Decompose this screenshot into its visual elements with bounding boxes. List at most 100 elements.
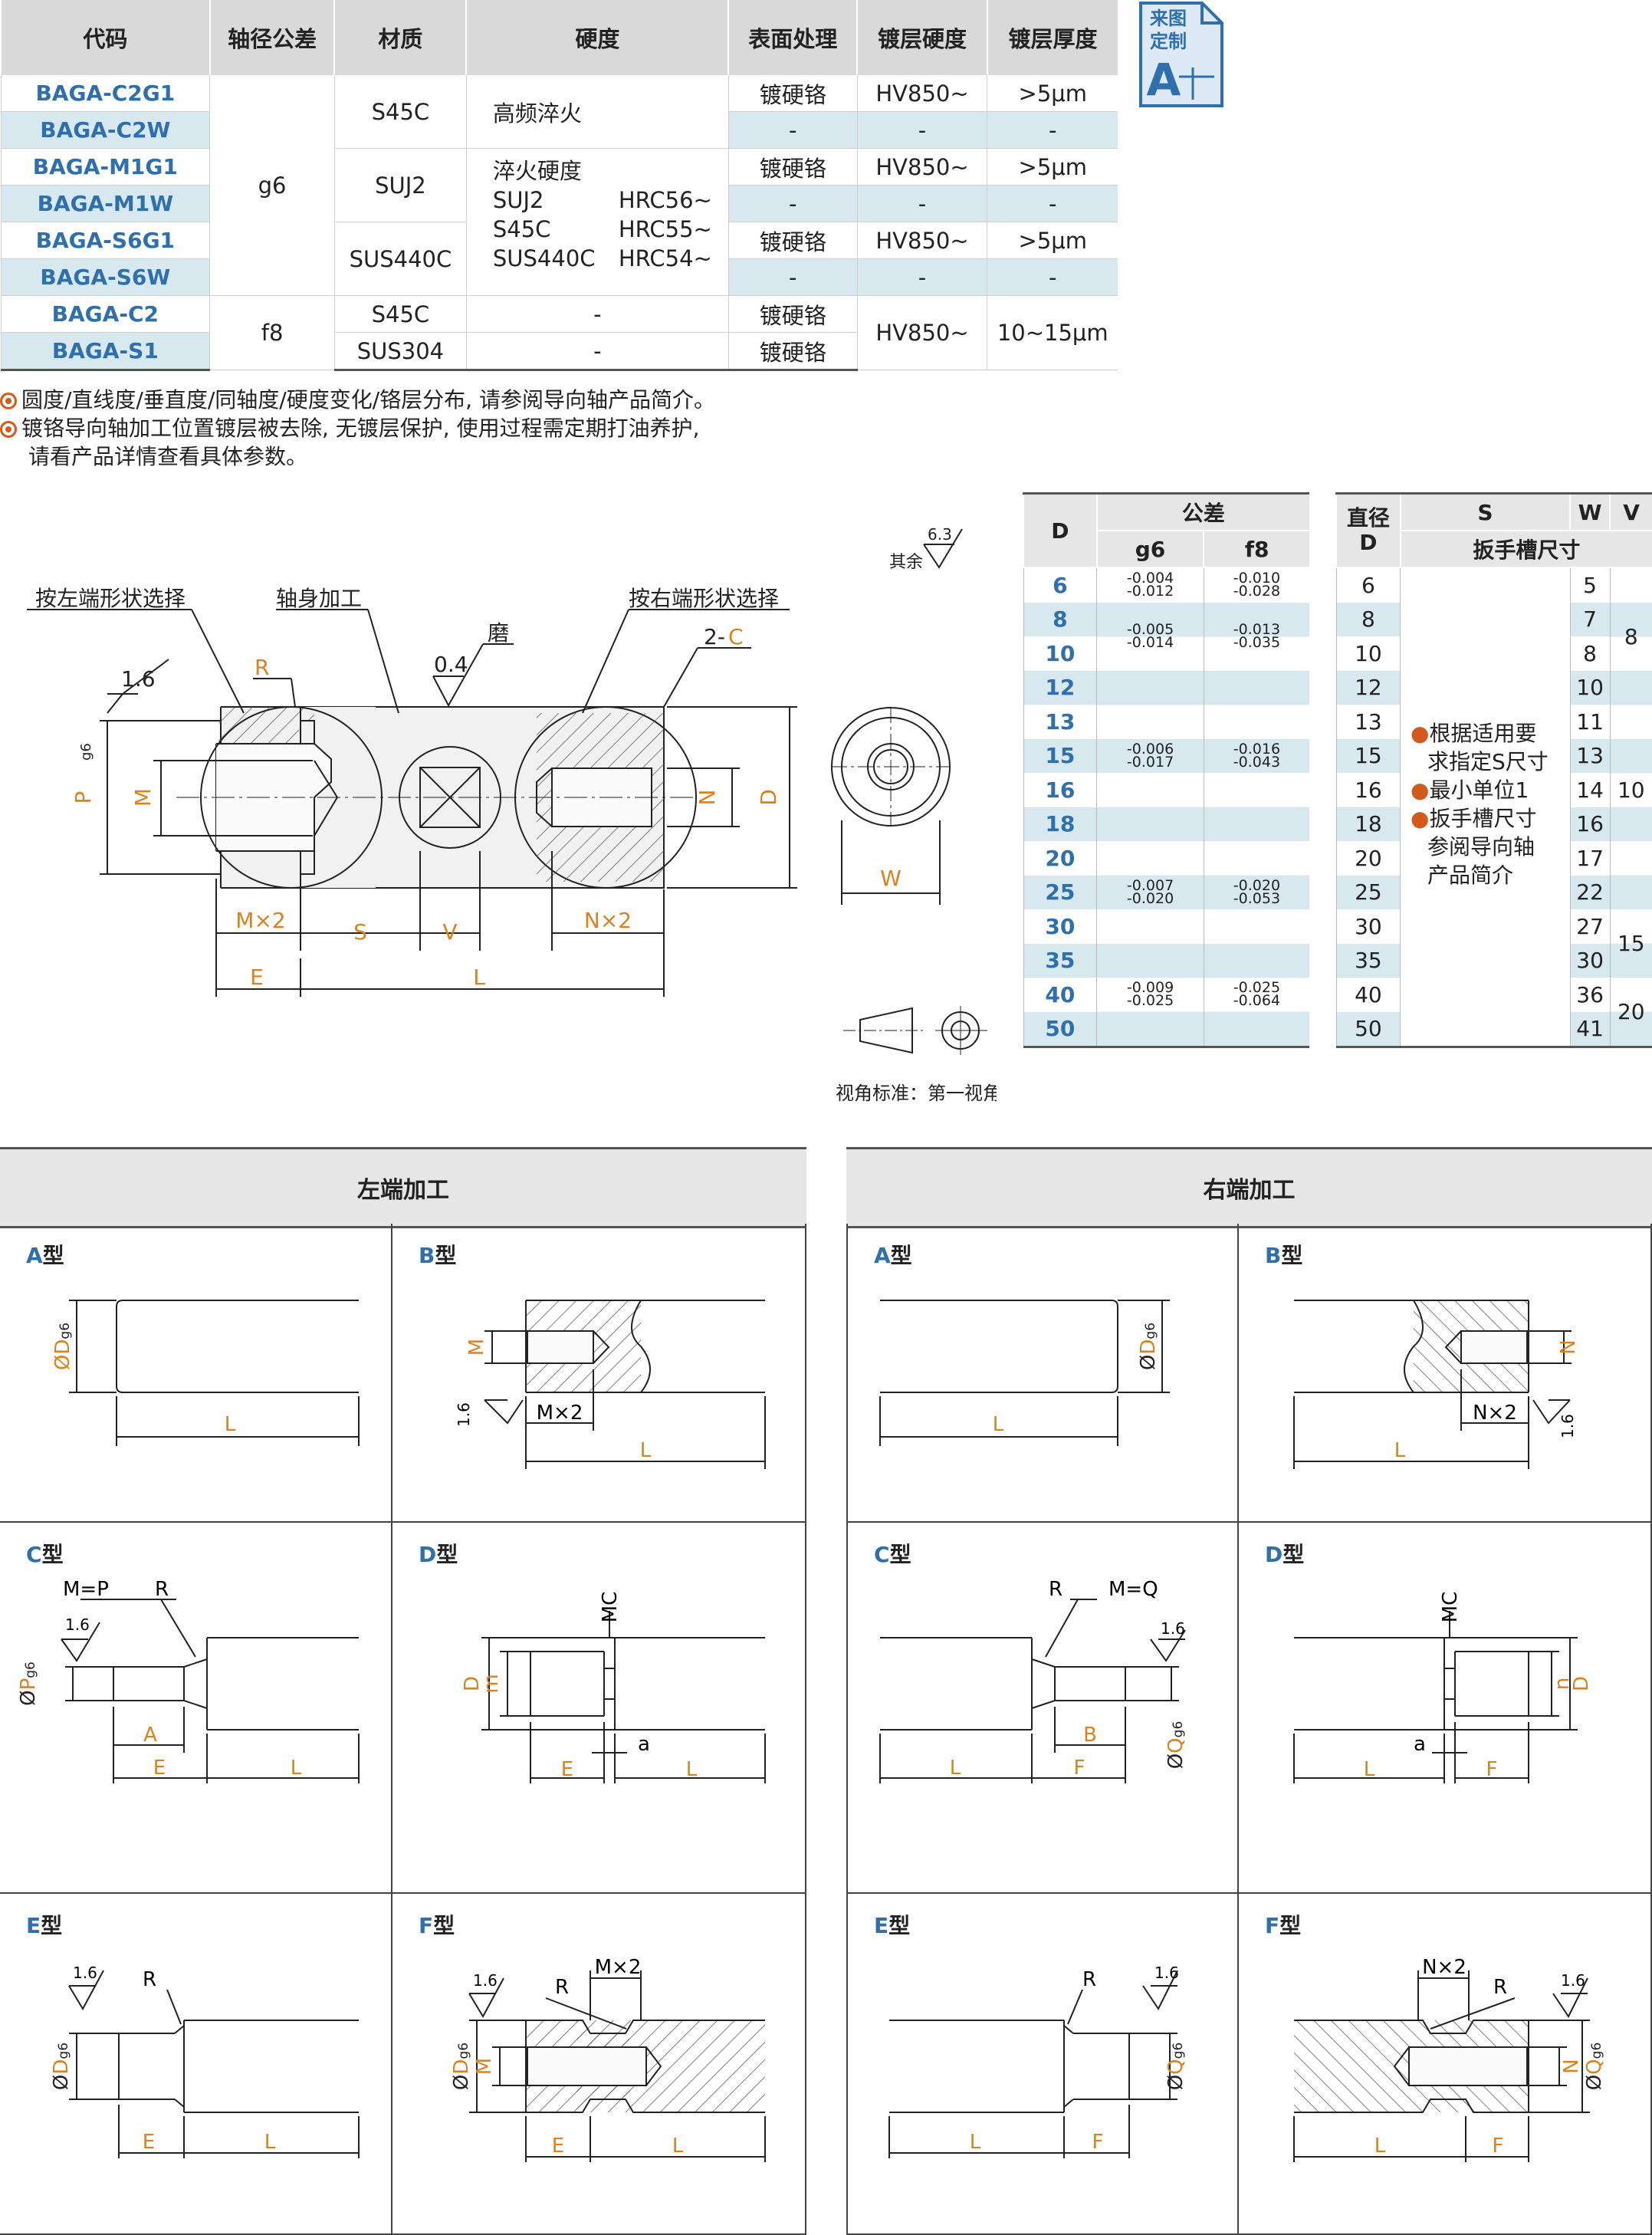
tol-lower: -0.014 (1126, 634, 1174, 651)
radius-r: R (155, 1578, 169, 1601)
roughness-16: 1.6 (1154, 1964, 1179, 1982)
radius-r-label: R (255, 655, 269, 680)
wr-w: 14 (1569, 773, 1611, 807)
dim-l: L (686, 1758, 698, 1781)
other-label: 其余 (889, 553, 923, 572)
dim-l: L (993, 1413, 1004, 1436)
q-label: Q (1164, 1737, 1187, 1753)
wrench-note-text: 产品简介 (1427, 863, 1514, 888)
dim-n: N (695, 790, 720, 806)
type-suffix: 型 (889, 1542, 911, 1567)
table-row: 8-0.005-0.014-0.013-0.035 (1023, 602, 1309, 671)
dim-nx2: N×2 (1422, 1956, 1466, 1979)
dim-f: F (1493, 2135, 1504, 2158)
wr-d: 10 (1335, 636, 1401, 671)
wr-w: 27 (1569, 909, 1611, 944)
tol-d: 15 (1023, 738, 1097, 773)
drawing-left-a: ØDg6 L (51, 1300, 360, 1446)
table-row: 13 (1023, 705, 1309, 739)
type-suffix: 型 (435, 1243, 457, 1268)
wrench-note: ●根据适用要 (1411, 719, 1549, 748)
dim-n: N (1557, 1339, 1580, 1354)
dim-e: E (561, 1758, 573, 1781)
material: SUS304 (333, 332, 467, 371)
tol-d: 6 (1023, 567, 1097, 603)
badge-letter: A (1147, 54, 1181, 106)
panel-title: D型 (1265, 1538, 1304, 1569)
panel-title: C型 (26, 1538, 64, 1569)
dim-l: L (950, 1757, 961, 1780)
panel-left-b: B型 M 1.6 M×2 L (392, 1224, 806, 1523)
type-suffix: 型 (1283, 1542, 1305, 1567)
product-code: BAGA-M1W (0, 185, 210, 222)
type-letter: F (419, 1913, 434, 1938)
wr-w: 16 (1569, 807, 1611, 841)
wr-d: 20 (1335, 841, 1401, 876)
wr-v: 8 (1609, 602, 1652, 671)
panel-title: E型 (874, 1909, 910, 1940)
surface-treatment: 镀硬铬 (727, 148, 858, 186)
hardness-val: HRC54~ (618, 245, 712, 271)
dim-l: L (1394, 1439, 1406, 1462)
wr-d: 16 (1335, 773, 1401, 807)
hardness: - (465, 332, 729, 371)
dim-s: S (353, 919, 367, 945)
roughness-16: 1.6 (65, 1615, 90, 1634)
dim-l: L (970, 2131, 981, 2154)
coating-thickness: 10~15μm (987, 295, 1118, 370)
wrench-note: 求指定S尺寸 (1411, 748, 1549, 776)
table-row: 20-0.007-0.020-0.020-0.053 (1023, 841, 1309, 944)
dim-p: P (71, 791, 96, 804)
projection-symbol-icon (843, 1006, 987, 1055)
dim-f: F (1074, 1757, 1085, 1780)
tol-d: 50 (1023, 1011, 1097, 1047)
drawing-left-b: M 1.6 M×2 L (455, 1300, 766, 1469)
coating-hardness: HV850~ (856, 222, 987, 259)
hardness: 高频淬火 (465, 75, 729, 149)
type-suffix: 型 (1279, 1913, 1302, 1938)
bullet-icon: ● (1411, 777, 1430, 803)
wr-d: 30 (1335, 909, 1401, 944)
note-text: 圆度/直线度/垂直度/同轴度/硬度变化/铬层分布, 请参阅导向轴产品简介。 (21, 387, 715, 412)
table-row: BAGA-C2 f8 S45C - 镀硬铬 HV850~ 10~15μm (0, 295, 1118, 370)
wr-header-d-text: D (1359, 530, 1378, 555)
g6-label: g6 (23, 1661, 38, 1678)
wr-v (1609, 567, 1652, 603)
note-line: 圆度/直线度/垂直度/同轴度/硬度变化/铬层分布, 请参阅导向轴产品简介。 (0, 386, 715, 414)
dim-e: E (153, 1757, 166, 1780)
g6-label: g6 (456, 2043, 471, 2059)
dim-b: B (1083, 1724, 1097, 1747)
hardness-mat: S45C (492, 216, 551, 242)
tol-f8: -0.010-0.028 (1203, 567, 1309, 603)
drawing-left-f: ØDg6 M 1.6 R M×2 E L (450, 1956, 766, 2162)
dim-a-small: a (638, 1733, 650, 1756)
dim-l: L (1364, 1758, 1375, 1781)
type-suffix: 型 (888, 1913, 911, 1938)
drawing-right-e: ØQg6 1.6 R F L (888, 1964, 1187, 2158)
tol-g6: -0.007-0.020 (1096, 841, 1204, 944)
wr-w: 7 (1569, 602, 1611, 636)
dim-mx2: M×2 (595, 1956, 642, 1979)
type-suffix: 型 (41, 1542, 64, 1567)
wr-header-slot: 扳手槽尺寸 (1399, 531, 1652, 568)
table-row: BAGA-C2G1 g6 S45C 高频淬火 镀硬铬 HV850~ >5μm (0, 75, 1118, 296)
spec-header: 轴径公差 (209, 0, 335, 75)
coating-hardness: HV850~ (856, 148, 987, 186)
dim-phi-p: ØPg6 (17, 1661, 40, 1706)
dim-a: A (143, 1724, 157, 1747)
type-suffix: 型 (42, 1243, 64, 1268)
wr-d: 15 (1335, 738, 1401, 773)
wr-d: 8 (1335, 602, 1401, 636)
roughness-16: 1.6 (455, 1402, 473, 1427)
wr-w: 13 (1569, 738, 1611, 773)
wrench-note: ●扳手槽尺寸 (1411, 804, 1549, 833)
tol-d: 18 (1023, 807, 1097, 841)
dim-mc: MC (599, 1592, 622, 1623)
radius-r: R (1493, 1976, 1507, 1999)
spec-header-row: 代码 轴径公差 材质 硬度 表面处理 镀层硬度 镀层厚度 (0, 0, 1118, 75)
type-letter: C (874, 1542, 890, 1567)
tol-lower: -0.012 (1126, 583, 1174, 600)
tol-lower: -0.053 (1233, 889, 1281, 907)
